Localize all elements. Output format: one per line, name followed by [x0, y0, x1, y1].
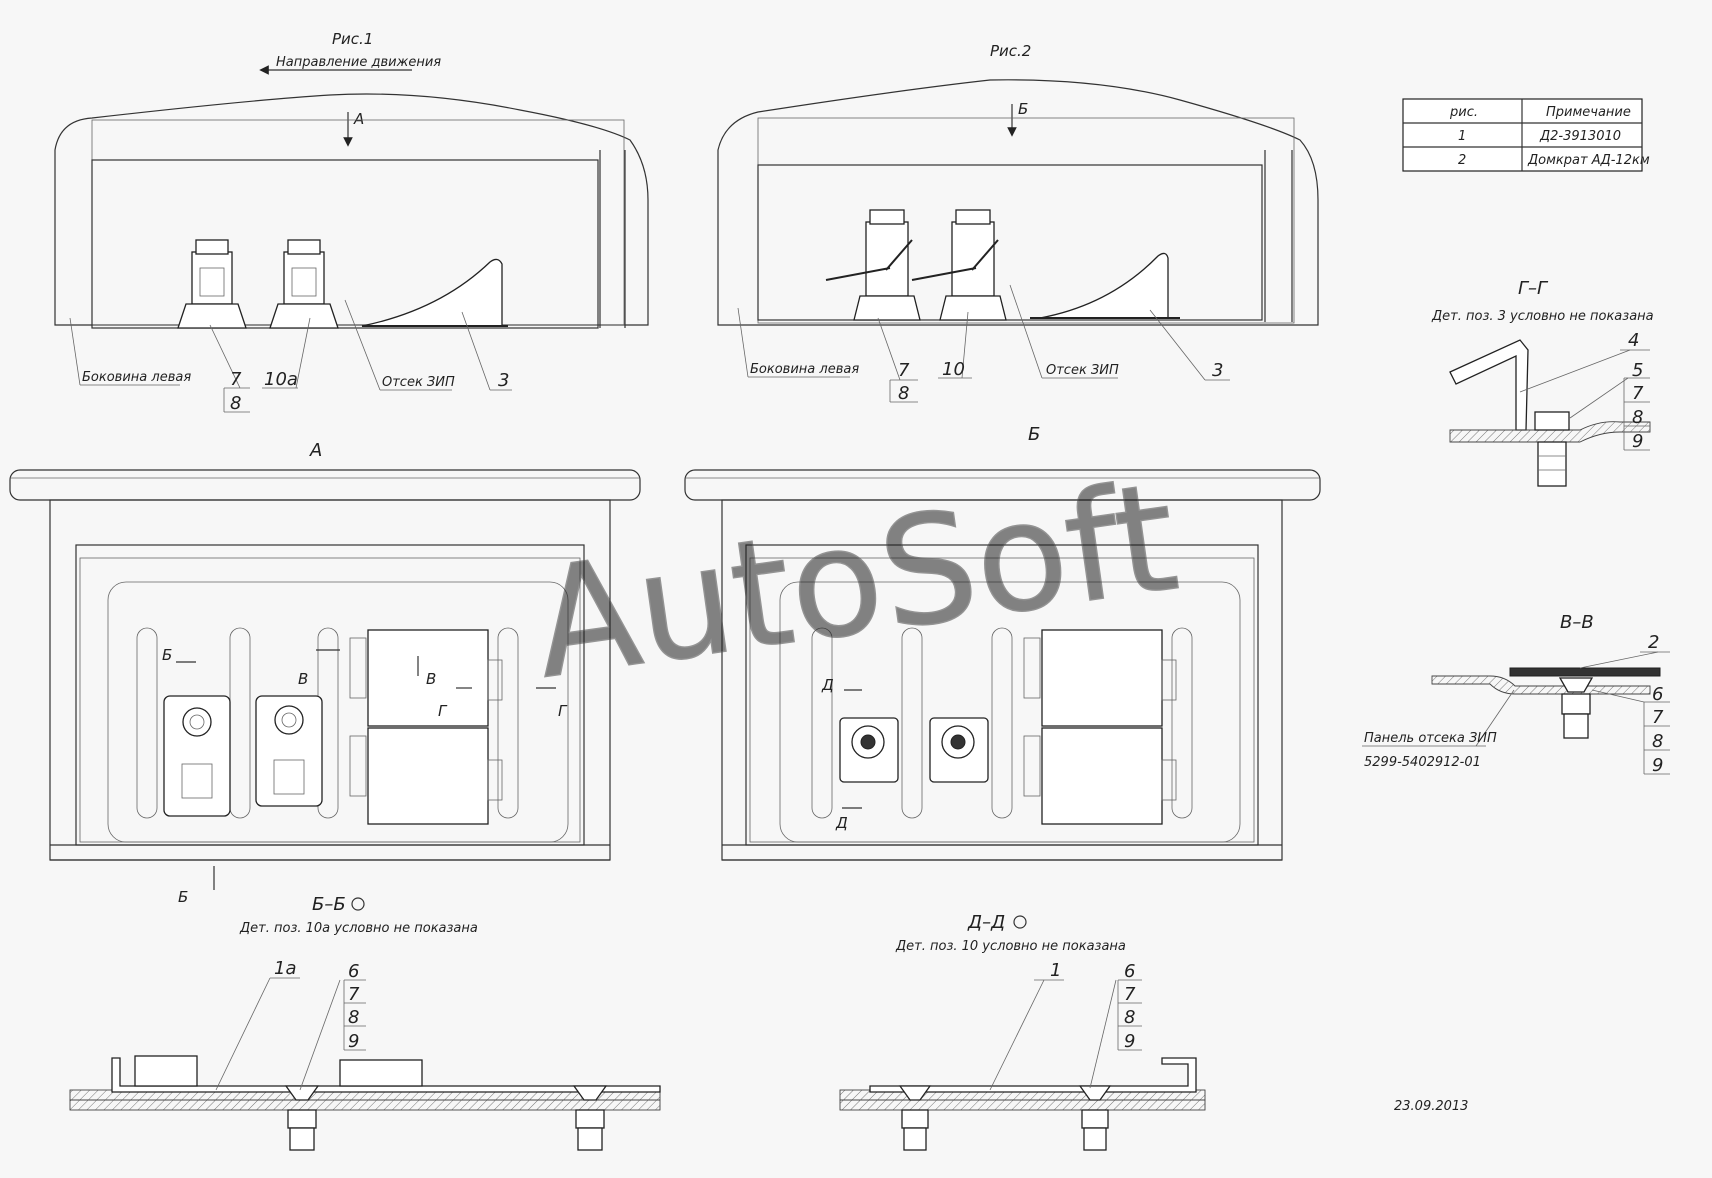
section-vv-label: 6	[1652, 684, 1663, 705]
table-header-note: Примечание	[1546, 105, 1631, 120]
notes-table: рис. Примечание 1 Д2-3913010 2 Домкрат А…	[1402, 98, 1650, 172]
view-b: Б Д Д	[684, 424, 1321, 861]
section-gg: Г–Г Дет. поз. 3 условно не показана 4 5 …	[1431, 278, 1654, 487]
fig2-jack-2	[911, 209, 1007, 321]
section-gg-label: 5	[1632, 360, 1643, 381]
section-bb-bolt-1	[284, 1085, 320, 1151]
view-a-title: А	[309, 440, 322, 461]
section-dd-bolt-1	[898, 1085, 932, 1151]
section-dd-label: 7	[1124, 984, 1136, 1005]
fig1-pos-3: 3	[498, 370, 509, 391]
section-gg-label: 8	[1632, 407, 1643, 428]
section-dd-bolt-2	[1078, 1085, 1112, 1151]
section-gg-note: Дет. поз. 3 условно не показана	[1431, 309, 1654, 324]
fig1-title: Рис.1	[332, 30, 373, 48]
fig1-compartment-label: Отсек ЗИП	[382, 375, 455, 390]
fig2-title: Рис.2	[990, 42, 1031, 60]
section-bb: Б–Б Дет. поз. 10а условно не показана 1а…	[69, 894, 661, 1151]
table-cell-fig: 2	[1458, 153, 1466, 168]
fig1-pos-10a: 10а	[264, 369, 298, 390]
section-dd-label: 6	[1124, 961, 1135, 982]
fig2-view-arrow-label: Б	[1018, 100, 1028, 118]
section-dd-label: 1	[1050, 960, 1061, 981]
section-vv-label: 7	[1652, 707, 1664, 728]
fig1-wheel-chock	[361, 258, 503, 327]
section-vv-label: 2	[1648, 632, 1659, 653]
fig2-compartment	[757, 164, 1263, 321]
view-a-jack-1	[163, 695, 231, 817]
fig2-side-label: Боковина левая	[750, 362, 859, 377]
fig2-jack-1	[825, 209, 921, 321]
view-a-cut-b-top: Б	[162, 646, 172, 664]
section-dd-label: 9	[1124, 1031, 1135, 1052]
section-dd: Д–Д Дет. поз. 10 условно не показана 1 6…	[839, 912, 1206, 1151]
fig1-view-arrow-label: A	[353, 110, 364, 128]
fig1-pos-7: 7	[230, 369, 242, 390]
view-a-jack-2	[255, 695, 323, 807]
section-bb-label: 8	[348, 1007, 359, 1028]
date-stamp: 23.09.2013	[1394, 1099, 1468, 1114]
view-b-chock-top	[1041, 629, 1163, 727]
view-b-jack-2	[929, 717, 989, 783]
section-dd-title: Д–Д	[967, 912, 1005, 933]
section-gg-label: 7	[1632, 383, 1644, 404]
section-dd-note: Дет. поз. 10 условно не показана	[895, 939, 1126, 954]
section-vv-title: В–В	[1560, 612, 1594, 633]
fig1-jack-2	[269, 239, 339, 329]
section-bb-note: Дет. поз. 10а условно не показана	[239, 921, 478, 936]
view-a-cut-v-right: В	[426, 670, 436, 688]
table-header-fig: рис.	[1449, 105, 1478, 120]
fig2-body-outline	[717, 79, 1319, 326]
view-b-jack-1	[839, 717, 899, 783]
fig2-pos-3: 3	[1212, 360, 1223, 381]
section-gg-title: Г–Г	[1518, 278, 1549, 299]
section-dd-label: 8	[1124, 1007, 1135, 1028]
figure-2: Рис.2 Б Боковина левая	[717, 42, 1319, 404]
view-a-chock-bottom	[367, 727, 489, 825]
section-vv-panel	[1509, 667, 1661, 677]
section-bb-title: Б–Б	[312, 894, 346, 915]
fig1-direction: Направление движения	[276, 55, 441, 70]
fig2-wheel-chock	[1039, 252, 1169, 319]
table-cell-note: Домкрат АД-12км	[1527, 153, 1650, 168]
view-a: А Б	[9, 440, 641, 906]
fig1-pos-8: 8	[230, 393, 241, 414]
view-a-cut-v-left: В	[298, 670, 308, 688]
section-bb-plate	[111, 1057, 661, 1093]
fig1-compartment	[91, 159, 599, 329]
section-bb-label: 9	[348, 1031, 359, 1052]
section-gg-bracket	[1449, 339, 1529, 431]
section-vv-label: 9	[1652, 755, 1663, 776]
fig2-pos-8: 8	[898, 383, 909, 404]
fig2-pos-7: 7	[898, 360, 910, 381]
view-b-cut-d-top: Д	[821, 676, 834, 694]
view-a-chock-top	[367, 629, 489, 727]
fig1-frame	[91, 119, 625, 326]
table-cell-note: Д2-3913010	[1539, 129, 1621, 144]
view-a-cut-g-left: Г	[438, 702, 448, 720]
fig2-compartment-label: Отсек ЗИП	[1046, 363, 1119, 378]
section-bb-label: 7	[348, 984, 360, 1005]
section-bb-bolt-2	[572, 1085, 608, 1151]
section-vv-label: 8	[1652, 731, 1663, 752]
view-b-title: Б	[1028, 424, 1040, 445]
section-vv-panel-number: 5299-5402912-01	[1364, 755, 1481, 770]
figure-1: Рис.1 Направление движения A Боковина	[54, 30, 649, 414]
view-a-cut-g-right: Г	[558, 702, 568, 720]
fig1-side-label: Боковина левая	[82, 370, 191, 385]
section-gg-label: 9	[1632, 431, 1643, 452]
fig1-jack-1	[177, 239, 247, 329]
section-vv: В–В 2 6 7 8 9 Панель отсека ЗИП 5299-540…	[1362, 612, 1670, 776]
view-a-cut-b-bottom: Б	[178, 888, 188, 906]
fig2-pos-10: 10	[942, 359, 965, 380]
fig1-body-outline	[54, 93, 649, 326]
table-cell-fig: 1	[1458, 129, 1466, 144]
section-bb-label: 1а	[274, 958, 296, 979]
view-b-chock-bottom	[1041, 727, 1163, 825]
section-vv-panel-name: Панель отсека ЗИП	[1364, 731, 1497, 746]
section-bb-label: 6	[348, 961, 359, 982]
section-gg-label: 4	[1628, 330, 1639, 351]
view-b-cut-d-bottom: Д	[835, 814, 848, 832]
